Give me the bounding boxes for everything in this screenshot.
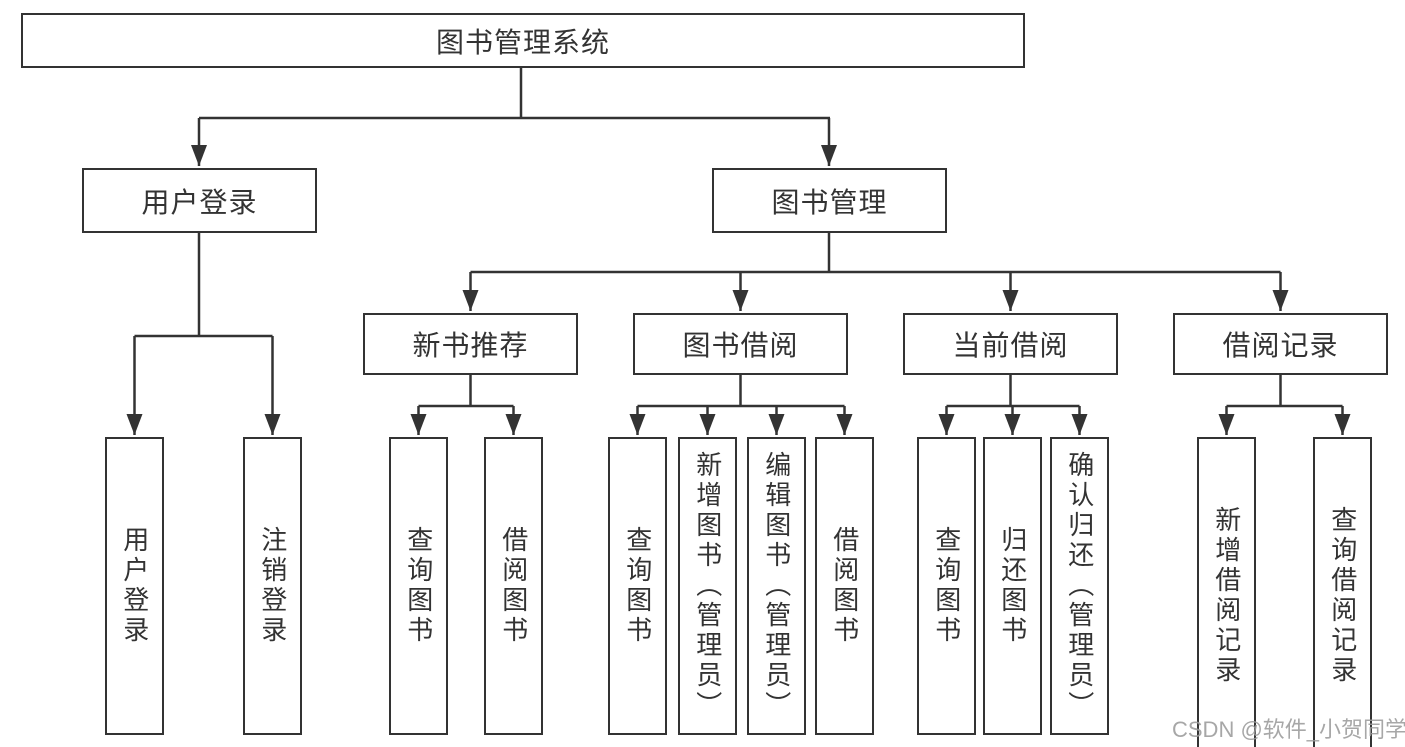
node-label: 查询图书 — [931, 526, 962, 646]
node-label: 查询图书 — [403, 526, 434, 646]
node-label: 借阅记录 — [1222, 330, 1339, 361]
node-label: 图书管理系统 — [435, 26, 610, 58]
node-user-login-leaf: 用户登录 — [105, 437, 164, 735]
node-label: 新增图书（管理员） — [692, 451, 723, 721]
node-label: 查询借阅记录 — [1327, 506, 1358, 686]
node-library-management-system: 图书管理系统 — [21, 13, 1025, 68]
node-borrow-books: 借阅图书 — [815, 437, 874, 735]
node-query-books-borrow: 查询图书 — [608, 437, 667, 735]
node-label: 编辑图书（管理员） — [761, 451, 792, 721]
node-label: 图书借阅 — [682, 330, 799, 361]
node-label: 用户登录 — [119, 526, 150, 646]
node-label: 用户登录 — [141, 186, 258, 218]
node-return-books: 归还图书 — [983, 437, 1042, 735]
connector-rails — [134, 68, 1343, 408]
node-confirm-return-admin: 确认归还（管理员） — [1050, 437, 1109, 735]
csdn-watermark: CSDN @软件_小贺同学 — [1172, 717, 1405, 742]
node-logout: 注销登录 — [243, 437, 302, 735]
node-current-borrowing: 当前借阅 — [903, 313, 1118, 375]
node-label: 当前借阅 — [952, 330, 1069, 361]
node-label: 新增借阅记录 — [1211, 506, 1242, 686]
node-borrow-books-recommend: 借阅图书 — [484, 437, 543, 735]
node-edit-books-admin: 编辑图书（管理员） — [747, 437, 806, 735]
node-query-borrow-record: 查询借阅记录 — [1313, 437, 1372, 747]
node-label: 新书推荐 — [412, 330, 529, 361]
node-label: 图书管理 — [771, 186, 888, 218]
node-add-borrow-record: 新增借阅记录 — [1197, 437, 1256, 747]
connector-arrows — [126, 118, 1351, 435]
node-query-books-recommend: 查询图书 — [389, 437, 448, 735]
node-label: 确认归还（管理员） — [1064, 451, 1095, 721]
node-new-book-recommendation: 新书推荐 — [363, 313, 578, 375]
node-label: 借阅图书 — [498, 526, 529, 646]
node-label: 注销登录 — [257, 526, 288, 646]
node-book-borrowing: 图书借阅 — [633, 313, 848, 375]
node-query-books-current: 查询图书 — [917, 437, 976, 735]
node-borrowing-records: 借阅记录 — [1173, 313, 1388, 375]
node-label: 借阅图书 — [829, 526, 860, 646]
node-add-books-admin: 新增图书（管理员） — [678, 437, 737, 735]
node-label: 查询图书 — [622, 526, 653, 646]
node-label: 归还图书 — [997, 526, 1028, 646]
node-book-management: 图书管理 — [712, 168, 947, 233]
node-user-login: 用户登录 — [82, 168, 317, 233]
